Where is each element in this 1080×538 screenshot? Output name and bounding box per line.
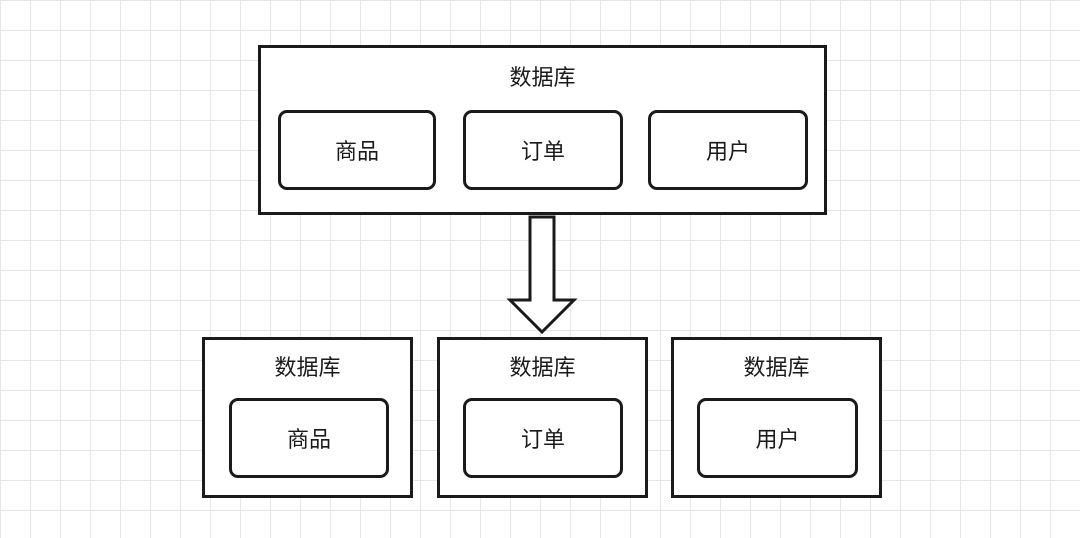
target-table-users: 用户 (697, 398, 858, 478)
source-database: 数据库 商品 订单 用户 (258, 45, 827, 215)
target-table-orders: 订单 (463, 398, 623, 478)
target-database-users: 数据库 用户 (671, 337, 882, 498)
target-database-title: 数据库 (509, 356, 576, 381)
target-table-goods: 商品 (229, 398, 389, 478)
source-table-goods: 商品 (278, 110, 436, 190)
target-database-goods: 数据库 商品 (202, 337, 413, 498)
target-database-orders: 数据库 订单 (437, 337, 648, 498)
source-table-users: 用户 (648, 110, 808, 190)
source-table-orders: 订单 (463, 110, 623, 190)
source-database-title: 数据库 (509, 66, 576, 91)
target-database-title: 数据库 (274, 356, 341, 381)
target-database-title: 数据库 (743, 356, 810, 381)
down-arrow-icon (506, 215, 578, 335)
